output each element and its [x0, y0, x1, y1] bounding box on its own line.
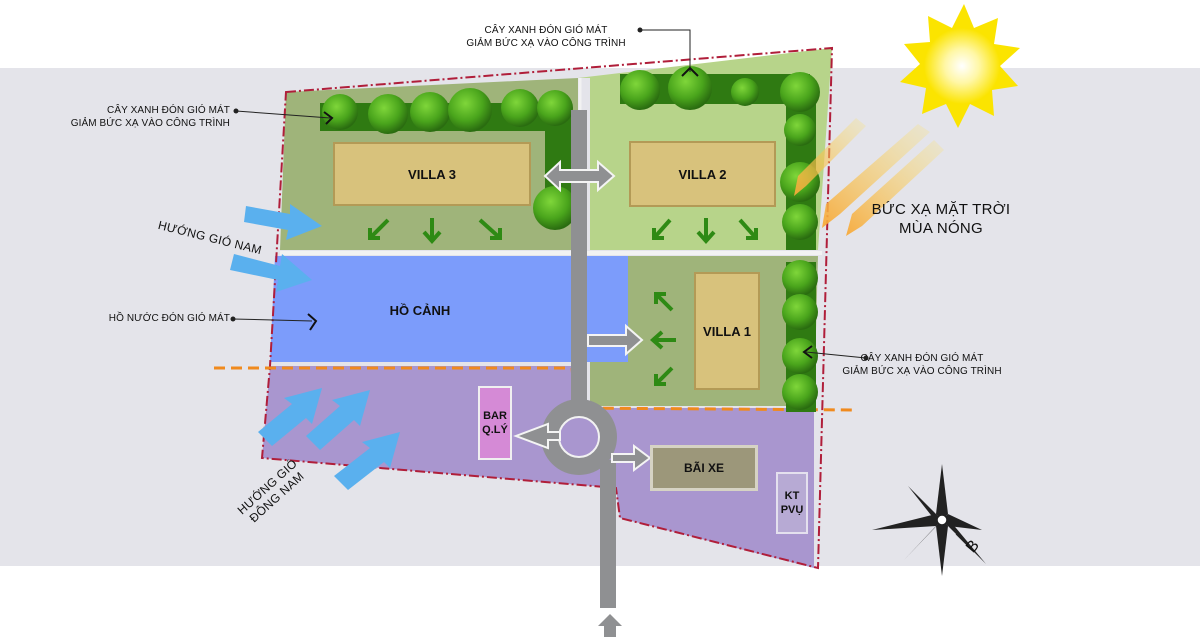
- technical-service-block[interactable]: KT PVỤ: [776, 472, 808, 534]
- entrance-arrow-head: [598, 614, 622, 626]
- annotation-left: CÂY XANH ĐÓN GIÓ MÁT GIẢM BỨC XẠ VÀO CÔN…: [60, 104, 230, 130]
- annotation-right-line1: CÂY XANH ĐÓN GIÓ MÁT: [860, 353, 984, 364]
- site-boundary: [260, 46, 834, 570]
- roundabout-island: [558, 416, 600, 458]
- entrance-arrow-stem: [604, 626, 616, 637]
- entrance-road: [600, 460, 616, 608]
- pvu-label: PVỤ: [780, 504, 804, 516]
- annotation-right-line2: GIẢM BỨC XẠ VÀO CÔNG TRÌNH: [842, 366, 1002, 377]
- parking-block[interactable]: BÃI XE: [650, 445, 758, 491]
- villa-1-block[interactable]: VILLA 1: [694, 272, 760, 390]
- bar-management-block[interactable]: BAR Q.LÝ: [478, 386, 512, 460]
- solar-radiation-line1: BỨC XẠ MẶT TRỜI: [871, 201, 1011, 218]
- main-road: [571, 110, 587, 406]
- villa-2-label: VILLA 2: [678, 166, 727, 182]
- villa-2-block[interactable]: VILLA 2: [629, 141, 776, 207]
- zone-service: [262, 366, 814, 568]
- annotation-pond-line: HỒ NƯỚC ĐÓN GIÓ MÁT: [108, 313, 230, 324]
- sun-icon: [900, 4, 1020, 128]
- annotation-top-line2: GIẢM BỨC XẠ VÀO CÔNG TRÌNH: [466, 38, 626, 49]
- annotation-top: CÂY XANH ĐÓN GIÓ MÁT GIẢM BỨC XẠ VÀO CÔN…: [450, 24, 642, 50]
- annotation-right: CÂY XANH ĐÓN GIÓ MÁT GIẢM BỨC XẠ VÀO CÔN…: [830, 352, 1014, 378]
- airflow-arrows: [368, 218, 758, 386]
- solar-radiation-label: BỨC XẠ MẶT TRỜI MÙA NÓNG: [856, 200, 1026, 238]
- parking-label: BÃI XE: [683, 461, 724, 475]
- road-arrow-villas: [543, 159, 616, 193]
- sun-rays: [794, 118, 944, 236]
- pond-label: HỒ CẢNH: [389, 302, 451, 318]
- wind-arrows: [230, 204, 400, 490]
- zone-pond: [270, 256, 574, 362]
- road-arrow-bar: [513, 422, 561, 450]
- annotation-top-line1: CÂY XANH ĐÓN GIÓ MÁT: [484, 25, 608, 36]
- pond-area: HỒ CẢNH: [360, 298, 480, 322]
- villa-3-block[interactable]: VILLA 3: [333, 142, 531, 206]
- management-label: Q.LÝ: [482, 424, 508, 436]
- solar-radiation-line2: MÙA NÓNG: [898, 220, 984, 237]
- annotation-left-line1: CÂY XANH ĐÓN GIÓ MÁT: [107, 105, 230, 116]
- villa-3-label: VILLA 3: [408, 166, 456, 182]
- kt-label: KT: [784, 490, 800, 502]
- bar-label: BAR: [483, 410, 507, 422]
- leader-markers: [307, 66, 813, 359]
- leader-dots: [230, 27, 869, 361]
- compass-rose-icon: [872, 464, 986, 576]
- road-arrow-villa1: [587, 323, 644, 357]
- annotation-pond: HỒ NƯỚC ĐÓN GIÓ MÁT: [60, 312, 230, 325]
- villa-1-label: VILLA 1: [703, 323, 751, 339]
- trees: [322, 66, 820, 410]
- leader-lines: [232, 29, 867, 359]
- annotation-left-line2: GIẢM BỨC XẠ VÀO CÔNG TRÌNH: [70, 118, 230, 129]
- road-arrow-parking: [611, 444, 652, 472]
